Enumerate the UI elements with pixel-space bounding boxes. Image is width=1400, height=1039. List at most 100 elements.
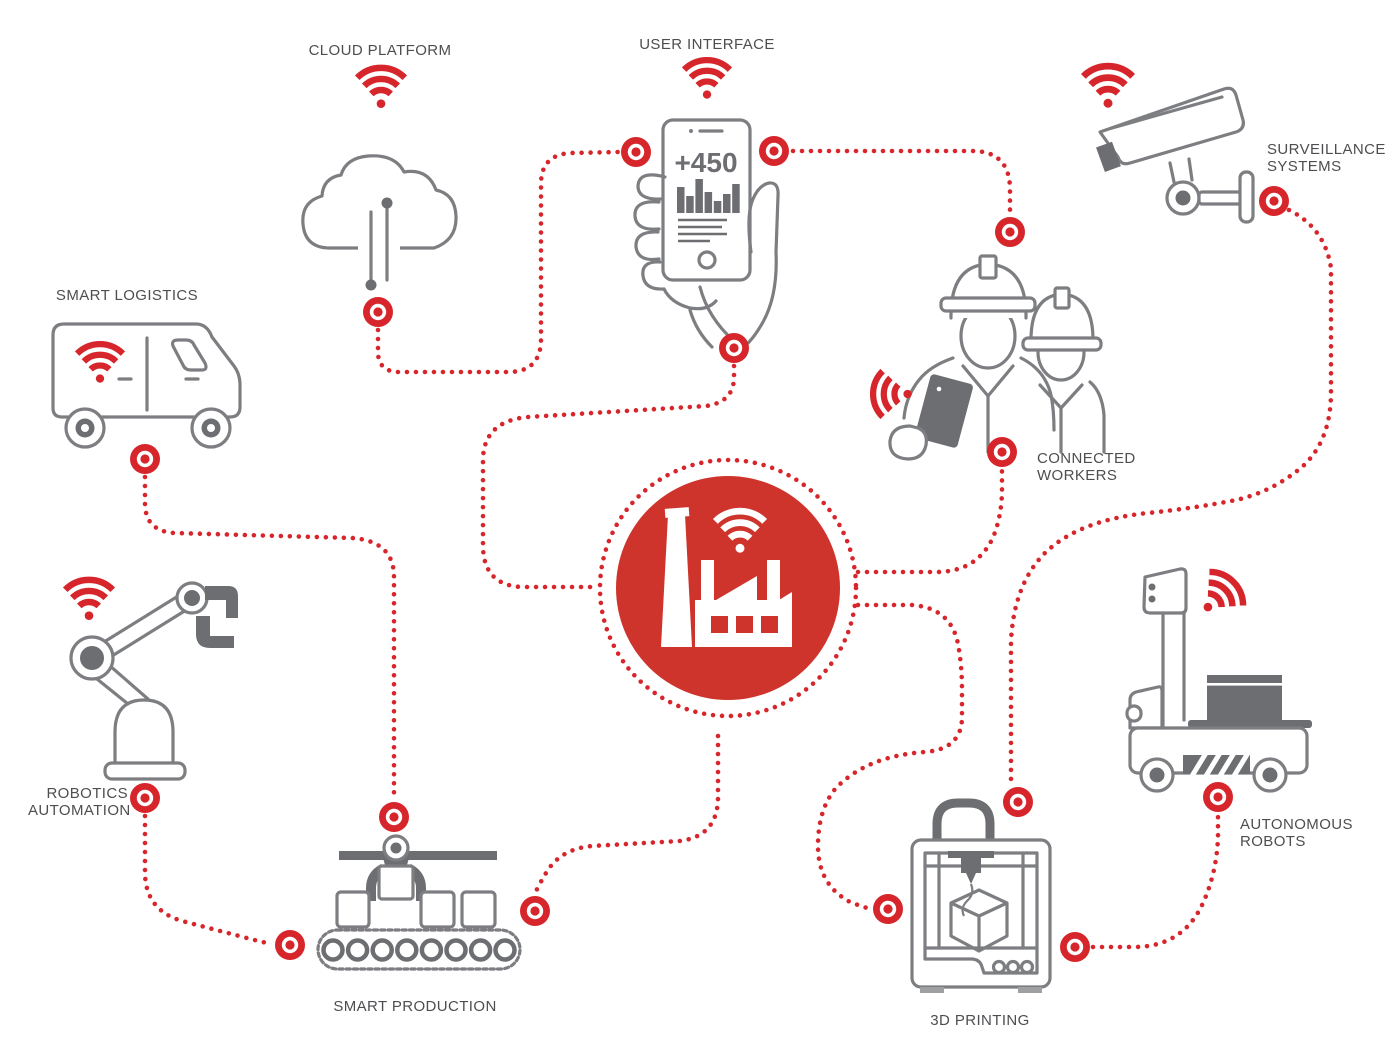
3d-printer-icon	[910, 798, 1052, 993]
agv-hazard-stripes	[1183, 751, 1251, 778]
conveyor-boxes	[335, 890, 497, 929]
connection-hub-to-printer	[815, 602, 965, 912]
robot-shoulder-joint	[69, 635, 115, 681]
camera-lens	[1096, 141, 1121, 172]
printer-handle	[932, 798, 995, 840]
cloud-data-lines	[365, 197, 393, 291]
connection-surveillance-to-printer	[1008, 207, 1334, 787]
phone-notch	[689, 129, 724, 133]
smart-production-icon	[316, 834, 522, 971]
surveillance-icon	[1083, 66, 1255, 224]
robot-arm-icon	[65, 580, 238, 781]
label-surveillance-line2: SYSTEMS	[1267, 158, 1342, 175]
connection-van-to-production	[142, 474, 397, 801]
node-phone-right	[759, 136, 789, 166]
node-production-right	[520, 896, 550, 926]
label-robotics-line2: AUTOMATION	[28, 802, 131, 819]
connected-workers-icon	[873, 254, 1106, 461]
connection-paths	[142, 148, 1334, 950]
conveyor-rollers	[321, 938, 517, 962]
worker-front	[902, 254, 1056, 454]
tablet-icon	[915, 374, 973, 448]
label-agv-line1: AUTONOMOUS	[1240, 816, 1353, 833]
camera-mount	[1165, 157, 1255, 224]
node-production-top	[379, 802, 409, 832]
label-robotics-line1: ROBOTICS	[46, 785, 128, 802]
node-printer-right	[1060, 932, 1090, 962]
agv-wheel-right	[1252, 757, 1288, 793]
node-agv	[1203, 782, 1233, 812]
cloud-wifi-icon	[357, 68, 405, 108]
connection-hub-to-production	[532, 733, 721, 897]
worker-hand	[888, 424, 928, 461]
node-van	[130, 444, 160, 474]
label-cloud-platform: CLOUD PLATFORM	[308, 42, 452, 59]
autonomous-robot-icon	[1125, 565, 1312, 793]
gripped-box	[377, 864, 415, 901]
agv-sensor-head	[1142, 567, 1188, 615]
conveyor-belt	[316, 928, 522, 971]
agv-wheel-left	[1139, 757, 1175, 793]
phone-bar-chart	[677, 179, 740, 213]
printer-feet	[920, 987, 1042, 993]
node-robotics	[130, 783, 160, 813]
printer-extruder	[948, 851, 994, 917]
node-surveillance	[1259, 186, 1289, 216]
agv-mast	[1161, 611, 1186, 729]
printer-buttons	[991, 959, 1035, 975]
agv-headlight	[1125, 704, 1143, 723]
smart-factory-hub	[616, 476, 840, 700]
node-printer-left	[873, 894, 903, 924]
robot-upper-arm	[102, 591, 193, 658]
robot-gripper	[196, 586, 238, 648]
user-interface-icon: +450	[633, 60, 780, 349]
factory-windows	[711, 616, 778, 633]
node-workers-bottom	[987, 437, 1017, 467]
node-workers-top	[995, 217, 1025, 247]
connection-robotics-to-production	[142, 813, 274, 947]
node-phone-bottom	[719, 333, 749, 363]
node-cloud	[363, 297, 393, 327]
label-smart-production: SMART PRODUCTION	[333, 998, 497, 1015]
label-3d-printing: 3D PRINTING	[930, 1012, 1030, 1029]
van-wheel-rear	[64, 407, 106, 449]
connection-hub-to-workers	[855, 467, 1005, 575]
phone-text-lines	[678, 218, 727, 243]
phone-wifi-icon	[684, 60, 730, 99]
smart-logistics-icon	[51, 322, 242, 449]
robot-wrist-joint	[175, 581, 209, 615]
connection-cloud-to-phone	[375, 149, 621, 375]
node-production-left	[275, 930, 305, 960]
camera-body-line	[1110, 95, 1224, 130]
label-workers-line2: WORKERS	[1037, 467, 1118, 484]
phone-home-button	[697, 250, 717, 270]
worker-back	[1021, 286, 1106, 454]
agv-platform	[1188, 720, 1312, 728]
hub-dotted-ring	[597, 457, 859, 719]
node-printer-top	[1003, 787, 1033, 817]
label-user-interface: USER INTERFACE	[639, 36, 775, 53]
connection-phone-to-workers	[790, 148, 1013, 217]
phone-screen-value: +450	[674, 147, 737, 178]
agv-wifi-icon	[1188, 565, 1250, 627]
label-surveillance-line1: SURVEILLANCE	[1267, 141, 1386, 158]
robot-base-dome	[113, 698, 175, 765]
label-workers-line1: CONNECTED	[1037, 450, 1136, 467]
connection-printer-to-agv	[1090, 812, 1221, 950]
van-window	[170, 338, 208, 372]
label-agv-line2: ROBOTS	[1240, 833, 1306, 850]
printed-cube	[949, 888, 1009, 953]
robot-base-plate	[103, 761, 187, 781]
conveyor-rail	[339, 851, 497, 860]
cloud-platform-icon	[301, 68, 458, 291]
node-phone-left	[621, 137, 651, 167]
robot-wifi-icon	[65, 580, 113, 620]
camera-body	[1098, 86, 1245, 166]
agv-cargo-box	[1207, 675, 1282, 720]
cloud-icon	[301, 154, 458, 250]
